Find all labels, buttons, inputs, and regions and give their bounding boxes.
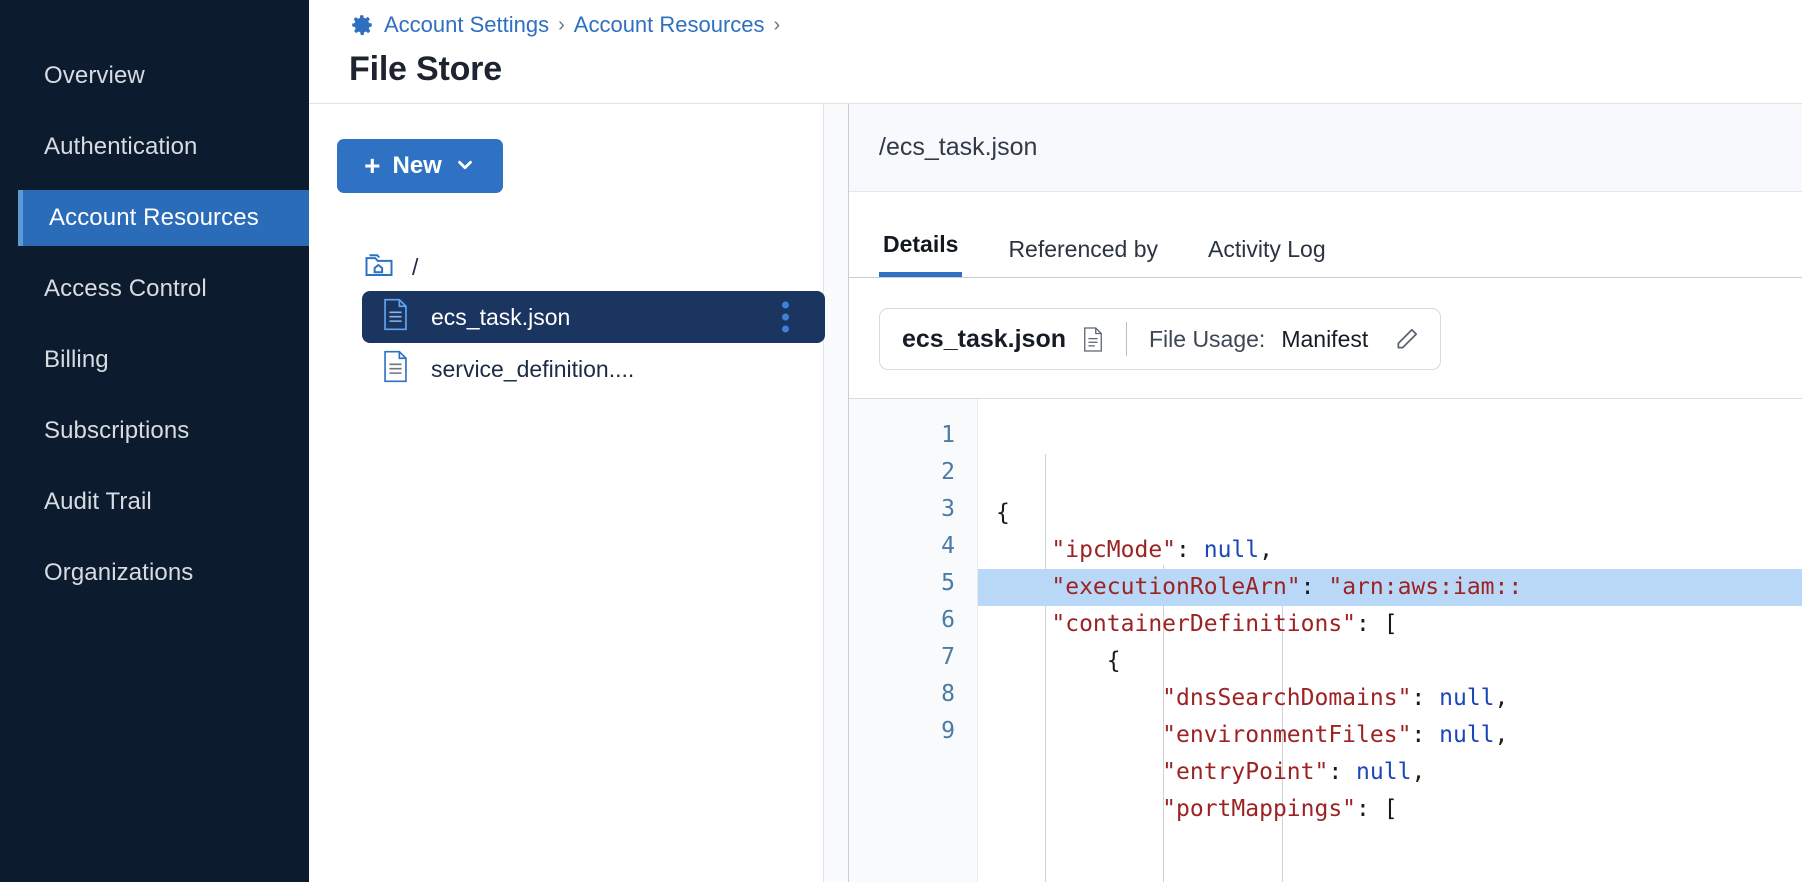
page-title: File Store (349, 50, 502, 88)
usage-label: File Usage: (1149, 325, 1266, 352)
sidebar-item-label: Organizations (44, 559, 194, 586)
tab-referenced-by[interactable]: Referenced by (1008, 236, 1159, 262)
json-code-editor[interactable]: 1 2 3 4 5 6 7 8 9 { "ipcMode": null, "executionR… (849, 398, 1802, 882)
file-icon (382, 298, 409, 336)
sidebar-item-label: Overview (44, 62, 145, 89)
sidebar-item-label: Access Control (44, 275, 207, 302)
breadcrumb-item-account-resources[interactable]: Account Resources (573, 12, 765, 37)
code-line: { (996, 500, 1010, 526)
tree-root-label: / (412, 253, 419, 280)
gear-icon (349, 12, 375, 38)
code-line: "ipcMode": null, (1051, 537, 1273, 563)
breadcrumb: Account Settings › Account Resources › (349, 6, 1802, 44)
file-icon (382, 350, 409, 388)
code-line: "executionRoleArn": "arn:aws:iam:: (978, 569, 1802, 606)
new-button-label: New (392, 152, 442, 179)
chip-divider (1126, 322, 1127, 356)
sidebar-item-label: Billing (44, 346, 109, 373)
content-body: + New (309, 104, 1802, 882)
tab-details[interactable]: Details (879, 231, 963, 277)
code-line: "dnsSearchDomains": null, (1162, 685, 1509, 711)
chevron-down-icon (454, 154, 476, 179)
file-usage-section: ecs_task.json File Usage: Manifest (849, 278, 1802, 370)
file-path-bar: /ecs_task.json (849, 104, 1802, 192)
file-tree: / ecs_task.json service_definition.... (337, 243, 825, 395)
breadcrumb-separator-trailing: › (773, 13, 781, 36)
sidebar-item-label: Audit Trail (44, 488, 152, 515)
editor-code-content[interactable]: { "ipcMode": null, "executionRoleArn": "… (978, 399, 1802, 882)
sidebar-item-label: Subscriptions (44, 417, 190, 444)
pencil-icon[interactable] (1394, 326, 1420, 352)
line-number: 5 (941, 570, 955, 596)
sidebar-item-label: Account Resources (49, 204, 259, 231)
sidebar-item-subscriptions[interactable]: Subscriptions (0, 403, 309, 459)
sidebar-item-audit-trail[interactable]: Audit Trail (0, 474, 309, 530)
line-number: 7 (941, 644, 955, 670)
breadcrumb-item-account-settings[interactable]: Account Settings (384, 12, 550, 37)
file-name-label: ecs_task.json (431, 303, 571, 330)
code-line: "portMappings": [ (1162, 796, 1398, 822)
sidebar-item-label: Authentication (44, 133, 198, 160)
code-line: { (1106, 648, 1121, 674)
document-icon (1082, 326, 1104, 353)
line-number: 9 (941, 718, 955, 744)
tree-row-file[interactable]: service_definition.... (362, 343, 825, 395)
plus-icon: + (364, 150, 381, 181)
tree-row-root[interactable]: / (337, 243, 823, 291)
kebab-menu-icon[interactable] (782, 301, 789, 333)
detail-tabs: Details Referenced by Activity Log (849, 192, 1802, 278)
sidebar-item-account-resources[interactable]: Account Resources (18, 190, 309, 246)
editor-line-numbers: 1 2 3 4 5 6 7 8 9 (849, 399, 978, 882)
code-line: "entryPoint": null, (1162, 759, 1426, 785)
page-header: Account Settings › Account Resources › F… (309, 0, 1802, 104)
tab-activity-log[interactable]: Activity Log (1208, 236, 1326, 262)
pane-splitter[interactable] (823, 104, 849, 882)
sidebar-item-organizations[interactable]: Organizations (0, 545, 309, 601)
line-number: 1 (941, 422, 955, 448)
line-number: 3 (941, 496, 955, 522)
main-area: Account Settings › Account Resources › F… (309, 0, 1802, 882)
line-number: 8 (941, 681, 955, 707)
usage-file-name: ecs_task.json (902, 324, 1066, 353)
usage-value: Manifest (1281, 325, 1369, 352)
file-name-label: service_definition.... (431, 355, 635, 382)
tree-row-file[interactable]: ecs_task.json (362, 291, 825, 343)
sidebar-item-authentication[interactable]: Authentication (0, 119, 309, 175)
line-number: 6 (941, 607, 955, 633)
file-tree-pane: + New (309, 104, 825, 882)
sidebar-item-overview[interactable]: Overview (0, 48, 309, 104)
home-folder-icon (362, 250, 396, 285)
line-number: 4 (941, 533, 955, 559)
file-usage-chip: ecs_task.json File Usage: Manifest (879, 308, 1442, 370)
sidebar-item-access-control[interactable]: Access Control (0, 261, 309, 317)
line-number: 2 (941, 459, 955, 485)
code-line: "containerDefinitions": [ (1051, 611, 1398, 637)
code-line: "environmentFiles": null, (1162, 722, 1509, 748)
detail-pane: /ecs_task.json Details Referenced by Act… (849, 104, 1802, 882)
breadcrumb-separator: › (558, 13, 565, 36)
sidebar-item-billing[interactable]: Billing (0, 332, 309, 388)
new-button[interactable]: + New (337, 139, 503, 193)
